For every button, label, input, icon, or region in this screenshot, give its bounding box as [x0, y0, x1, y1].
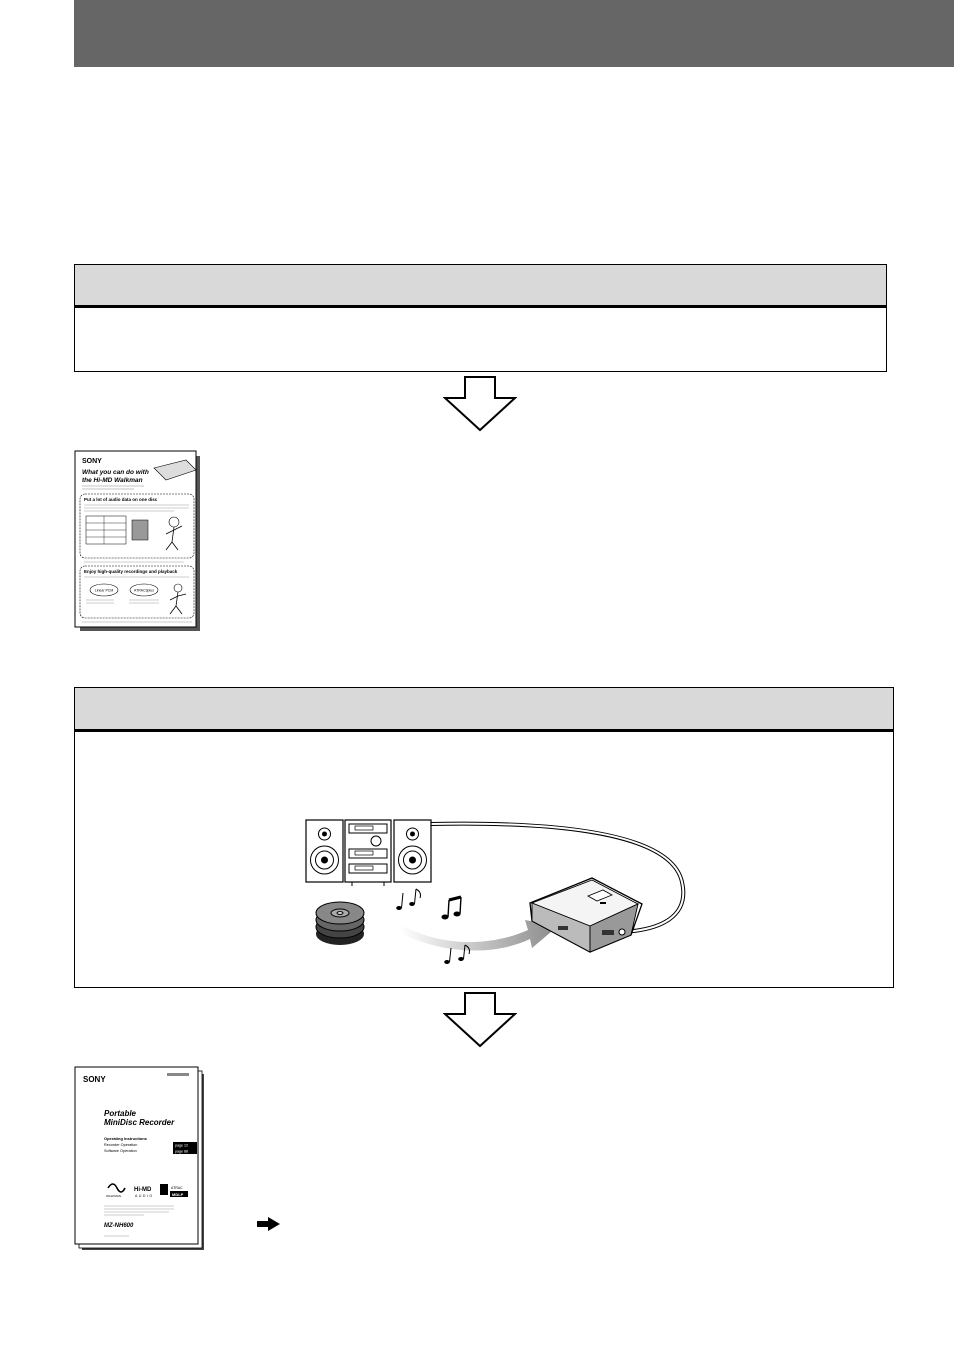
manual-logo-walkman: WALKMAN	[106, 1194, 121, 1198]
manual-item1-page: page 12	[175, 1144, 188, 1148]
manual-section-heading: Operating Instructions	[104, 1136, 148, 1141]
music-note-icon	[396, 888, 470, 964]
transfer-arrow-icon	[400, 920, 558, 951]
down-arrow-icon	[443, 376, 517, 432]
right-speaker	[393, 819, 432, 883]
cd-stack	[315, 901, 365, 945]
right-arrow-icon	[257, 1217, 280, 1231]
manual-logo-himd: Hi-MD	[134, 1187, 152, 1193]
minidisc-recorder	[529, 877, 643, 953]
section-header-1	[75, 265, 886, 308]
manual-cover-thumbnail: SONY Portable MiniDisc Recorder Operatin…	[74, 1066, 204, 1250]
manual-title-line1: Portable	[104, 1109, 137, 1118]
leaflet-panel1-title: Put a lot of audio data on one disc	[84, 497, 158, 502]
leaflet-thumbnail: SONY What you can do with the Hi-MD Walk…	[74, 450, 200, 631]
leaflet-brand: SONY	[82, 458, 102, 465]
section-box-2	[74, 687, 894, 988]
manual-logo-audio: AUDIO	[135, 1194, 154, 1198]
section-header-2	[75, 688, 893, 732]
manual-brand: SONY	[83, 1075, 106, 1084]
manual-item2: Software Operation	[104, 1149, 137, 1153]
leaflet-panel2-title: Enjoy high-quality recordings and playba…	[84, 569, 178, 574]
down-arrow-icon	[443, 992, 517, 1048]
leaflet-title-line1: What you can do with	[82, 469, 149, 476]
leaflet-badge1: Linear PCM	[95, 589, 114, 593]
leaflet-badge2: ATRAC3plus	[134, 589, 154, 593]
manual-model: MZ-NH600	[104, 1223, 134, 1229]
recording-illustration	[305, 819, 686, 964]
header-bar	[74, 0, 954, 67]
leaflet-title-line2: the Hi-MD Walkman	[82, 477, 143, 484]
manual-item1: Recorder Operation	[104, 1143, 137, 1147]
left-speaker	[305, 819, 344, 883]
manual-item2-page: page 88	[175, 1150, 188, 1154]
stereo-unit	[344, 819, 392, 886]
manual-logo-mdlp: MDLP	[172, 1192, 184, 1197]
manual-title-line2: MiniDisc Recorder	[104, 1118, 175, 1127]
manual-logo-atrac: ATRAC	[171, 1186, 183, 1190]
section-box-1	[74, 264, 887, 372]
